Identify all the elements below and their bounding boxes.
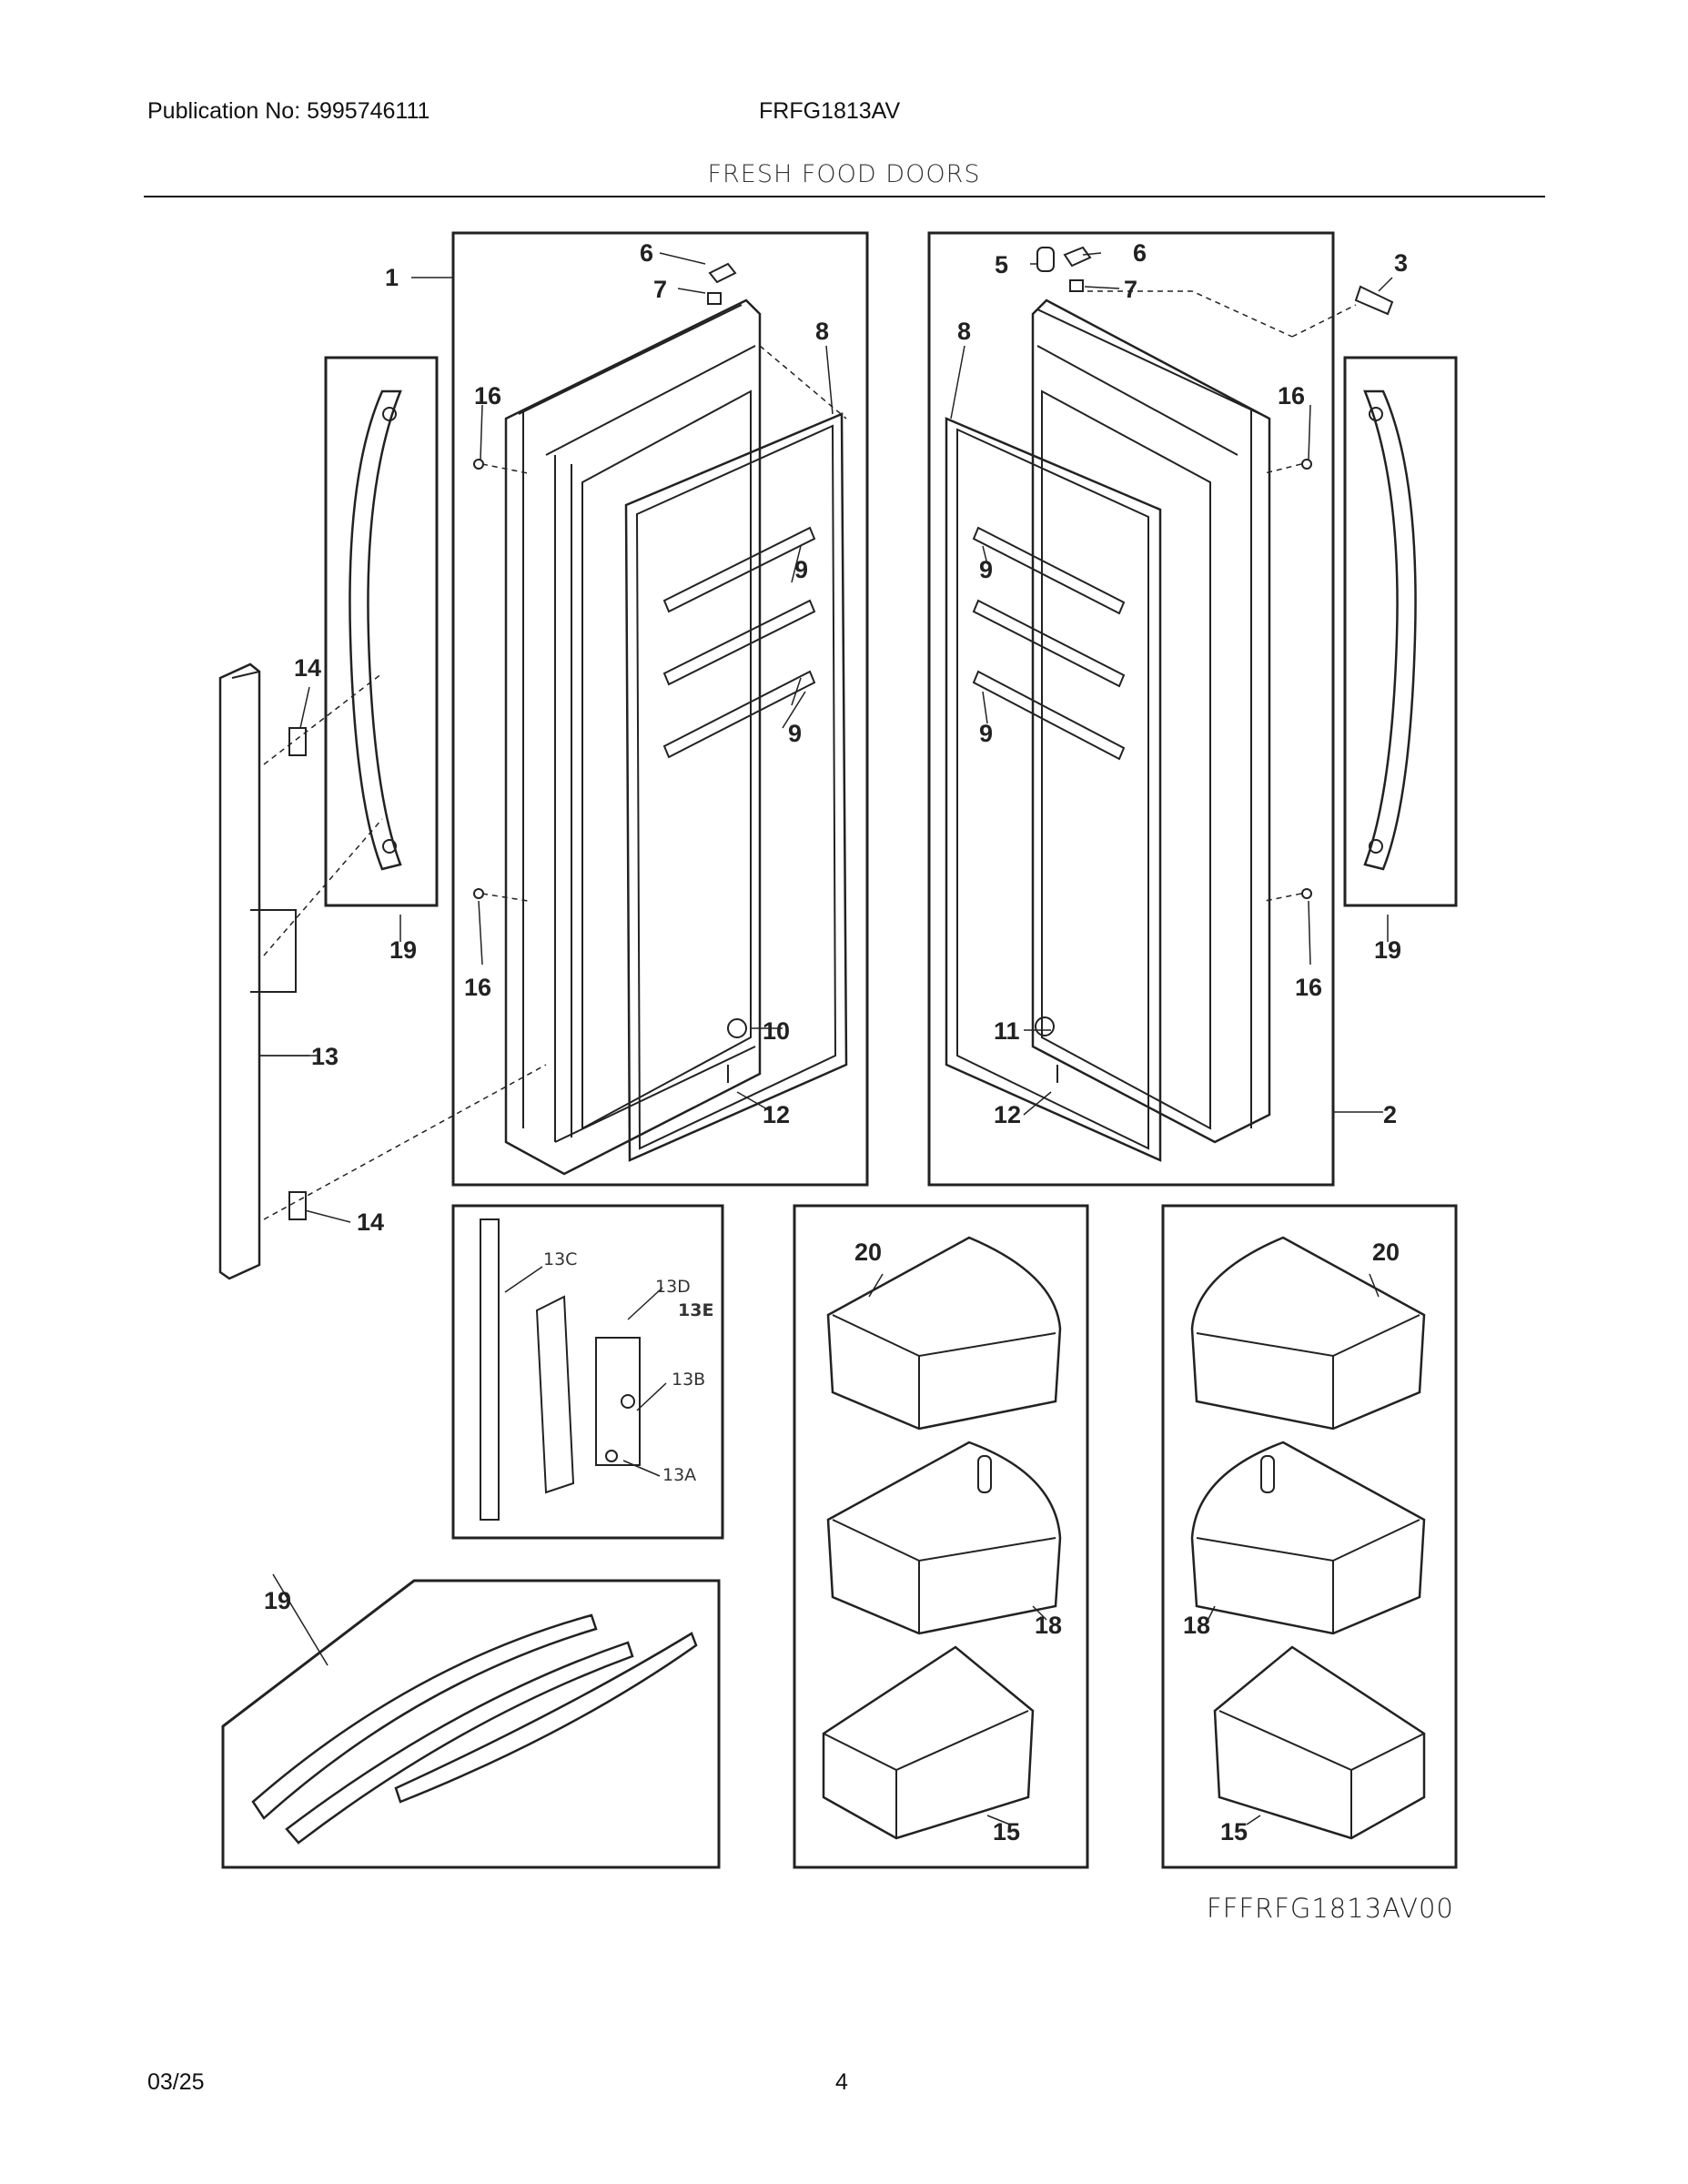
callout-9-right-a: 9 bbox=[979, 556, 993, 583]
header-rule bbox=[144, 196, 1545, 197]
callout-8-right: 8 bbox=[957, 318, 971, 345]
callout-20-left: 20 bbox=[854, 1239, 882, 1266]
page-number: 4 bbox=[835, 2069, 848, 2095]
callout-1: 1 bbox=[385, 264, 399, 291]
callout-14-top: 14 bbox=[294, 654, 321, 682]
figure-code: FFFRFG1813AV00 bbox=[1207, 1893, 1454, 1924]
callout-18-left: 18 bbox=[1035, 1612, 1062, 1639]
callout-9-left-a: 9 bbox=[794, 556, 808, 583]
callout-6-right: 6 bbox=[1133, 239, 1147, 267]
callout-13e: 13E bbox=[678, 1300, 713, 1320]
callout-9-right-b: 9 bbox=[979, 720, 993, 747]
callout-20-right: 20 bbox=[1372, 1239, 1400, 1266]
callout-2: 2 bbox=[1383, 1101, 1397, 1128]
callout-12-right: 12 bbox=[994, 1101, 1021, 1128]
right-handle-box bbox=[1343, 356, 1458, 907]
hinge-bar bbox=[218, 662, 547, 1280]
callout-16-top-left: 16 bbox=[474, 382, 501, 410]
callout-labels: 1 2 3 5 6 6 7 7 8 8 9 9 9 9 10 11 12 12 … bbox=[264, 239, 1408, 1845]
hinge-detail-box bbox=[451, 1204, 724, 1540]
right-door-panel bbox=[927, 231, 1394, 1187]
callout-19-left: 19 bbox=[389, 936, 417, 964]
handles-box bbox=[221, 1573, 721, 1869]
callout-15-right: 15 bbox=[1220, 1818, 1248, 1845]
callout-18-right: 18 bbox=[1183, 1612, 1210, 1639]
callout-7-left: 7 bbox=[653, 276, 667, 303]
callout-13d: 13D bbox=[655, 1277, 691, 1297]
callout-15-left: 15 bbox=[993, 1818, 1020, 1845]
section-title: FRESH FOOD DOORS bbox=[707, 160, 981, 188]
callout-16-bottom-left: 16 bbox=[464, 974, 491, 1001]
callout-11: 11 bbox=[994, 1017, 1020, 1045]
left-bins-box bbox=[793, 1204, 1089, 1869]
callout-8-left: 8 bbox=[815, 318, 829, 345]
publication-date: 03/25 bbox=[147, 2069, 205, 2095]
model-number: FRFG1813AV bbox=[759, 98, 901, 124]
publication-number: Publication No: 5995746111 bbox=[147, 98, 430, 124]
callout-3: 3 bbox=[1394, 249, 1408, 277]
callout-12-left: 12 bbox=[763, 1101, 790, 1128]
callout-13a: 13A bbox=[662, 1465, 696, 1485]
callout-13: 13 bbox=[311, 1043, 339, 1070]
callout-19-bottom: 19 bbox=[264, 1587, 291, 1614]
callout-5: 5 bbox=[995, 251, 1008, 278]
callout-16-top-right: 16 bbox=[1278, 382, 1305, 410]
callout-9-left-b: 9 bbox=[788, 720, 802, 747]
callout-13b: 13B bbox=[672, 1370, 705, 1390]
leader-lines bbox=[259, 252, 1393, 1825]
callout-16-bottom-right: 16 bbox=[1295, 974, 1322, 1001]
callout-19-right: 19 bbox=[1374, 936, 1401, 964]
callout-6-left: 6 bbox=[640, 239, 653, 267]
callout-10: 10 bbox=[763, 1017, 790, 1045]
left-handle-box bbox=[324, 356, 439, 907]
callout-7-right: 7 bbox=[1124, 276, 1137, 303]
callout-14-bottom: 14 bbox=[357, 1208, 384, 1236]
left-door-panel bbox=[451, 231, 869, 1187]
right-bins-box bbox=[1161, 1204, 1458, 1869]
callout-13c: 13C bbox=[543, 1249, 577, 1269]
